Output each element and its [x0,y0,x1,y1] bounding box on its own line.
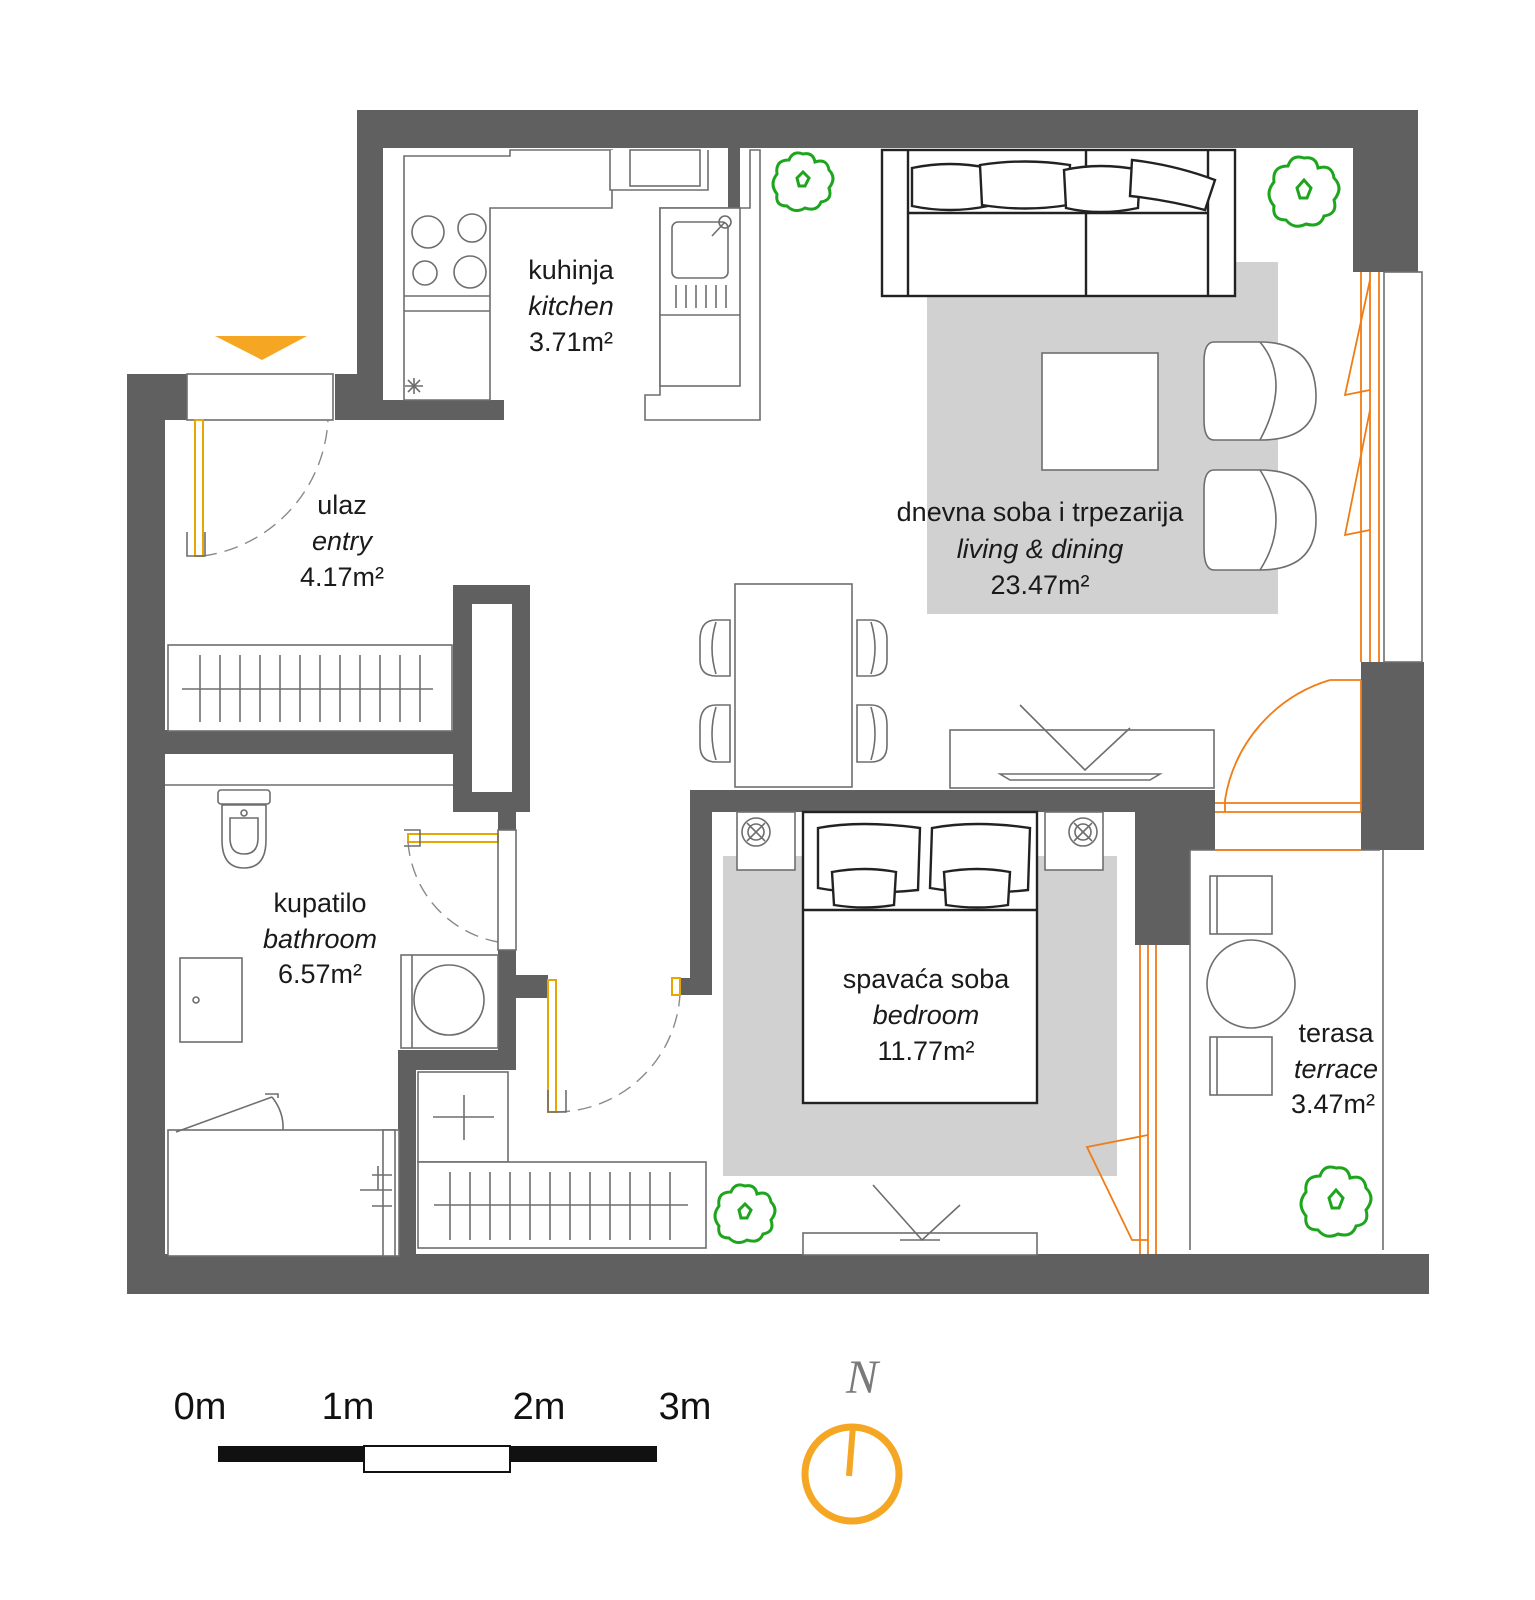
room-label-entry: ulaz entry 4.17m² [300,490,384,592]
plant-icon [1267,155,1341,228]
svg-text:bathroom: bathroom [263,924,377,954]
hall-wardrobe [417,1161,707,1249]
room-label-terrace: terasa terrace 3.47m² [1291,1018,1378,1119]
svg-text:6.57m²: 6.57m² [278,959,362,989]
nightstand-right [1044,811,1104,871]
scale-bar: 0m 1m 2m 3m [174,1386,712,1473]
scale-label: 3m [659,1386,712,1428]
svg-text:terasa: terasa [1298,1018,1374,1048]
svg-text:terrace: terrace [1294,1054,1378,1084]
washing-machine [400,954,499,1049]
svg-text:kitchen: kitchen [528,291,614,321]
walls [127,110,1429,1294]
svg-text:23.47m²: 23.47m² [990,570,1089,600]
svg-text:bedroom: bedroom [873,1000,980,1030]
dining-table [734,583,853,788]
nightstand-left [736,811,796,871]
svg-text:entry: entry [312,526,374,556]
room-label-kitchen: kuhinja kitchen 3.71m² [528,255,615,357]
svg-text:living & dining: living & dining [957,534,1124,564]
room-label-living: dnevna soba i trpezarija living & dining… [897,497,1185,600]
bathtub [167,1093,400,1257]
svg-text:kuhinja: kuhinja [528,255,615,285]
north-arrow: N [801,1351,903,1525]
hall-door[interactable] [547,977,681,1113]
terrace-furniture [1189,849,1384,1250]
bedroom-tv-unit [802,1184,1038,1256]
room-label-bedroom: spavaća soba bedroom 11.77m² [843,964,1011,1066]
svg-text:4.17m²: 4.17m² [300,562,384,592]
bathroom-cabinet [417,1071,509,1163]
shower-tray [179,957,243,1043]
svg-text:3.47m²: 3.47m² [1291,1089,1375,1119]
svg-text:ulaz: ulaz [317,490,367,520]
coffee-table [1041,352,1159,471]
entrance-door[interactable] [186,373,334,557]
svg-text:11.77m²: 11.77m² [877,1036,974,1066]
entrance-arrow-icon [215,336,307,360]
bathroom-door[interactable] [404,829,517,951]
scale-label: 2m [513,1386,566,1428]
plant-icon [1299,1165,1373,1238]
svg-text:3.71m²: 3.71m² [529,327,613,357]
terrace-door[interactable] [1215,679,1362,851]
dining-chairs [699,619,888,763]
entry-wardrobe [167,644,453,732]
plant-icon [771,151,835,213]
svg-text:dnevna soba i trpezarija: dnevna soba i trpezarija [897,497,1185,527]
north-label: N [845,1351,881,1404]
svg-text:spavaća soba: spavaća soba [843,964,1011,994]
living-window [1343,271,1423,663]
svg-text:kupatilo: kupatilo [273,888,366,918]
scale-label: 0m [174,1386,227,1428]
plant-icon [713,1183,777,1245]
kitchen-counter [403,149,761,421]
scale-label: 1m [322,1386,375,1428]
bedroom-window [1085,945,1157,1254]
bed [801,810,1039,1105]
room-label-bathroom: kupatilo bathroom 6.57m² [263,888,377,989]
armchair [1203,341,1317,441]
sofa [880,148,1237,298]
tv-unit [949,704,1215,789]
armchair [1203,469,1317,571]
toilet [217,789,271,869]
